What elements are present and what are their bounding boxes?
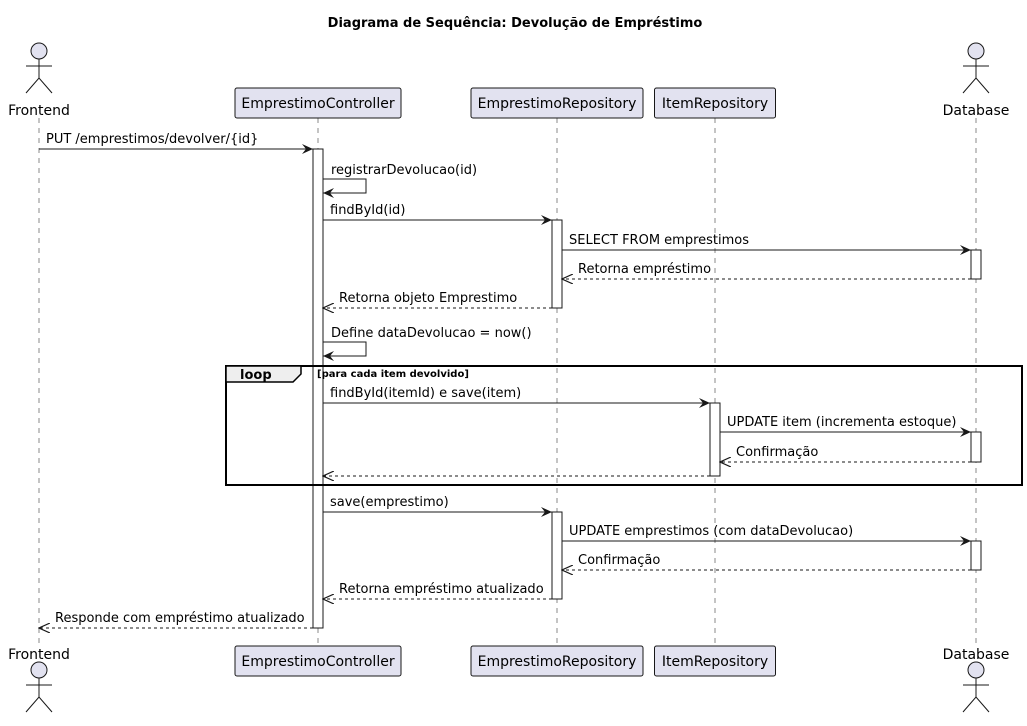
participant-label: EmprestimoRepository: [478, 654, 637, 670]
message-label: findById(itemId) e save(item): [330, 386, 521, 401]
participant-database-top: Database: [943, 42, 1010, 119]
message-label: Retorna empréstimo atualizado: [339, 582, 544, 597]
participant-box: [654, 87, 776, 119]
message-12: save(emprestimo): [323, 495, 552, 517]
loop-tag: loop: [240, 368, 272, 383]
activation-item_repo: [709, 402, 721, 477]
activation-controller: [312, 148, 324, 629]
message-6: Retorna objeto Emprestimo: [323, 291, 552, 308]
participant-box: [654, 645, 776, 677]
participant-box: [234, 645, 402, 677]
message-2: registrarDevolucao(id): [323, 163, 477, 198]
message-9: UPDATE item (incrementa estoque): [720, 415, 971, 437]
message-label: PUT /emprestimos/devolver/{id}: [46, 132, 258, 147]
activation-emp_repo: [551, 219, 563, 309]
participant-box: [470, 645, 644, 677]
participant-frontend-bottom: Frontend: [8, 647, 70, 713]
message-label: UPDATE emprestimos (com dataDevolucao): [569, 524, 853, 539]
message-label: save(emprestimo): [330, 495, 449, 510]
participant-label: ItemRepository: [662, 654, 768, 670]
participant-item_repo-bottom: ItemRepository: [654, 645, 776, 677]
message-14: Confirmação: [562, 553, 971, 570]
message-5: Retorna empréstimo: [562, 262, 971, 279]
message-label: Responde com empréstimo atualizado: [55, 611, 305, 626]
actor-legs: [25, 696, 53, 713]
participant-label: Database: [943, 647, 1010, 663]
activation-emp_repo: [551, 511, 563, 600]
participant-label: Frontend: [8, 103, 70, 119]
activation-database: [970, 540, 982, 571]
message-13: UPDATE emprestimos (com dataDevolucao): [562, 524, 971, 546]
message-7: Define dataDevolucao = now(): [323, 326, 532, 361]
diagram-title: Diagrama de Sequência: Devolução de Empr…: [328, 16, 703, 31]
participant-box: [470, 87, 644, 119]
self-message-arrow: [323, 341, 367, 361]
participant-controller-top: EmprestimoController: [234, 87, 402, 119]
messages: PUT /emprestimos/devolver/{id} registrarD…: [39, 132, 971, 628]
actor-head: [967, 661, 985, 679]
participant-emp_repo-top: EmprestimoRepository: [470, 87, 644, 119]
message-label: UPDATE item (incrementa estoque): [727, 415, 956, 430]
participant-frontend-top: Frontend: [8, 42, 70, 119]
message-label: Retorna objeto Emprestimo: [339, 291, 517, 306]
participant-emp_repo-bottom: EmprestimoRepository: [470, 645, 644, 677]
participant-label: EmprestimoController: [241, 96, 394, 112]
actor-head: [30, 42, 48, 60]
message-8: findById(itemId) e save(item): [323, 386, 710, 408]
message-label: registrarDevolucao(id): [331, 163, 477, 178]
actor-head: [967, 42, 985, 60]
participant-label: ItemRepository: [662, 96, 768, 112]
message-label: Define dataDevolucao = now(): [331, 326, 532, 341]
message-16: Responde com empréstimo atualizado: [39, 611, 313, 628]
loop-frame: [225, 365, 1023, 486]
participant-label: Database: [943, 103, 1010, 119]
activation-bars: [312, 148, 982, 629]
message-3: findById(id): [323, 203, 552, 225]
message-label: SELECT FROM emprestimos: [569, 233, 749, 248]
participant-item_repo-top: ItemRepository: [654, 87, 776, 119]
participants-top: Frontend EmprestimoController EmprestimoRe…: [8, 42, 1010, 119]
activation-database: [970, 249, 982, 280]
message-1: PUT /emprestimos/devolver/{id}: [39, 132, 313, 154]
message-label: Confirmação: [736, 445, 818, 460]
message-4: SELECT FROM emprestimos: [562, 233, 971, 255]
self-message-arrow: [323, 178, 367, 198]
message-label: Confirmação: [578, 553, 660, 568]
actor-legs: [25, 77, 53, 94]
activation-database: [970, 431, 982, 463]
loop-guard: [para cada item devolvido]: [317, 369, 469, 380]
participant-database-bottom: Database: [943, 647, 1010, 713]
participant-label: EmprestimoController: [241, 654, 394, 670]
message-10: Confirmação: [720, 445, 971, 462]
actor-legs: [962, 696, 990, 713]
actor-legs: [962, 77, 990, 94]
loop-fragment: loop [para cada item devolvido]: [225, 365, 1023, 486]
loop-tag-box: [225, 365, 302, 383]
message-label: Retorna empréstimo: [578, 262, 711, 277]
lifelines: [38, 118, 977, 646]
actor-head: [30, 661, 48, 679]
participant-controller-bottom: EmprestimoController: [234, 645, 402, 677]
message-label: findById(id): [330, 203, 405, 218]
message-15: Retorna empréstimo atualizado: [323, 582, 552, 599]
participant-label: EmprestimoRepository: [478, 96, 637, 112]
participant-box: [234, 87, 402, 119]
participants-bottom: Frontend EmprestimoController EmprestimoRe…: [8, 645, 1010, 713]
participant-label: Frontend: [8, 647, 70, 663]
